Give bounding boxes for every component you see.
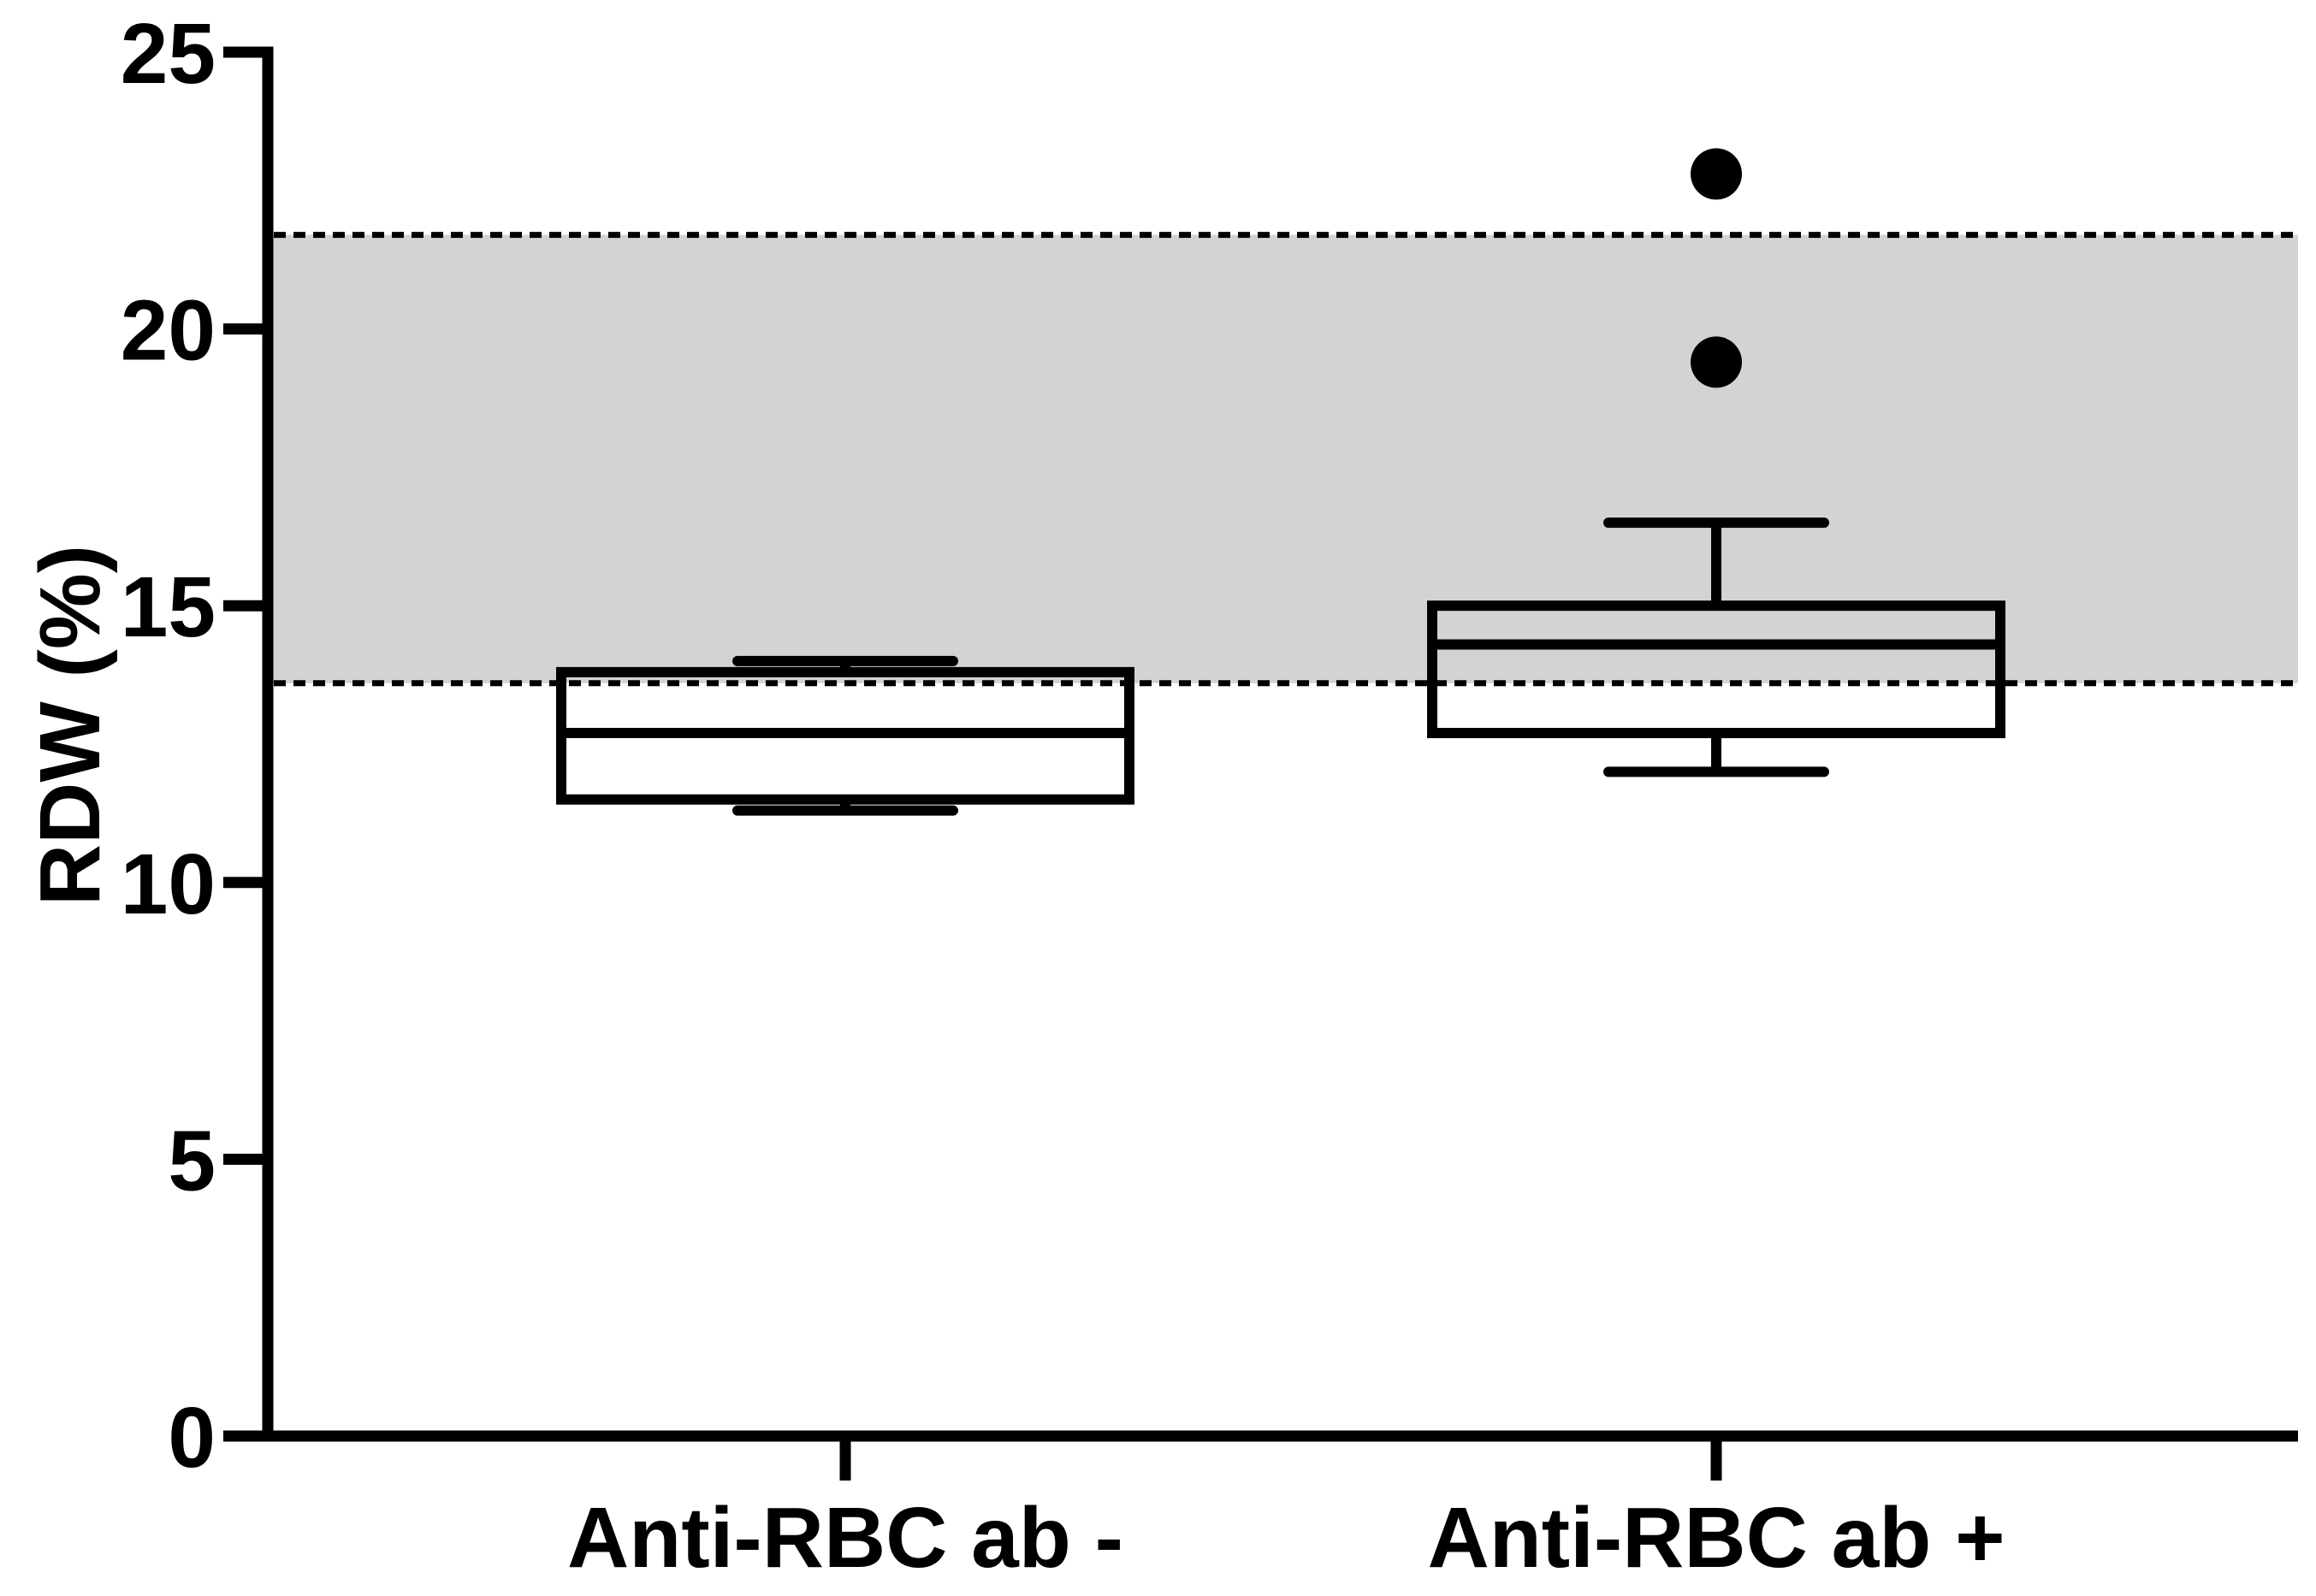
x-tick-label-anti-rbc-negative: Anti-RBC ab - [567, 1490, 1123, 1586]
y-tick-label: 5 [168, 1113, 216, 1209]
y-tick-label: 0 [168, 1390, 216, 1486]
y-tick-label: 10 [121, 836, 216, 932]
outlier-point [1691, 336, 1742, 388]
box-group-0 [556, 655, 1134, 816]
box-plot-layer [556, 148, 2005, 816]
y-axis-label: RDW (%) [22, 545, 118, 906]
outlier-point [1691, 148, 1742, 200]
y-tick-label: 15 [121, 559, 216, 655]
interquartile-box [1427, 600, 2005, 739]
box-group-1 [1427, 148, 2005, 777]
axis-layer: 0 5 10 15 20 25 [121, 6, 2298, 1486]
x-tick-label-anti-rbc-positive: Anti-RBC ab + [1428, 1490, 2005, 1586]
reference-band [268, 234, 2298, 683]
y-tick-label: 25 [121, 6, 216, 102]
reference-band-layer [268, 232, 2298, 687]
y-tick-label: 20 [121, 283, 216, 379]
